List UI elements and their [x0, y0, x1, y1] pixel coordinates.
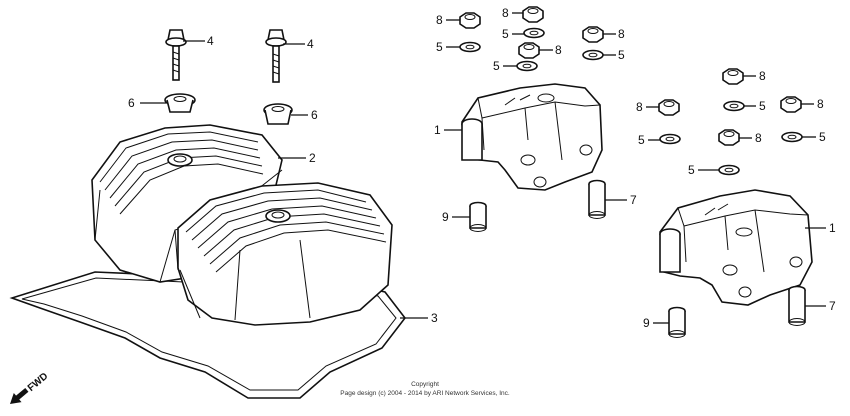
- fwd-arrow: FWD: [10, 371, 51, 404]
- seal-left: [164, 93, 196, 113]
- callout-5-a: 5: [436, 40, 443, 54]
- rocker-arm-holder-lower: [659, 189, 813, 306]
- nut-8-b: [522, 6, 544, 23]
- rocker-arm-holder-upper: [461, 83, 603, 191]
- dowel-pin-7-lower: [788, 285, 806, 326]
- callout-8-g: 8: [817, 97, 824, 111]
- dowel-pin-9-lower: [668, 306, 686, 338]
- callout-5-b: 5: [502, 27, 509, 41]
- copyright-line-2: Page design (c) 2004 - 2014 by ARI Netwo…: [340, 390, 510, 397]
- washer-5-d: [516, 60, 538, 72]
- fwd-label: FWD: [26, 371, 51, 394]
- callout-numbers: 4 4 6 6 2 3 1 1 7 7 9 9 8 8 8 8 8 8 8 8 …: [128, 6, 836, 330]
- bolt-right: [265, 29, 287, 83]
- washer-5-b: [523, 27, 545, 39]
- nut-8-a: [459, 12, 481, 29]
- washer-5-f: [659, 133, 681, 145]
- leader-lines: [140, 12, 826, 324]
- callout-5-e: 5: [759, 99, 766, 113]
- bolt-left: [165, 29, 187, 81]
- washer-5-a: [459, 41, 481, 53]
- callout-1-upper: 1: [434, 123, 441, 137]
- cylinder-head-cover: [91, 124, 393, 326]
- callout-8-e: 8: [759, 69, 766, 83]
- dowel-pin-9-upper: [469, 201, 487, 232]
- callout-6-right: 6: [311, 108, 318, 122]
- nut-8-f: [658, 99, 680, 116]
- callout-4-left: 4: [207, 34, 214, 48]
- callout-8-f: 8: [636, 100, 643, 114]
- callout-5-d: 5: [493, 59, 500, 73]
- washer-5-c: [582, 49, 604, 61]
- washer-5-h: [718, 164, 740, 176]
- callout-2: 2: [309, 151, 316, 165]
- callout-8-c: 8: [618, 27, 625, 41]
- seal-right: [263, 103, 293, 125]
- callout-4-right: 4: [307, 37, 314, 51]
- callout-8-h: 8: [755, 131, 762, 145]
- callout-5-h: 5: [688, 163, 695, 177]
- nut-8-c: [582, 26, 604, 43]
- nut-8-d: [518, 42, 540, 59]
- nut-8-g: [780, 96, 802, 113]
- callout-8-b: 8: [502, 6, 509, 20]
- callout-5-c: 5: [618, 48, 625, 62]
- callout-7-lower: 7: [829, 299, 836, 313]
- washer-5-e: [723, 100, 745, 112]
- callout-8-d: 8: [555, 43, 562, 57]
- callout-1-lower: 1: [829, 221, 836, 235]
- callout-5-f: 5: [638, 133, 645, 147]
- callout-7-upper: 7: [630, 193, 637, 207]
- callout-9-upper: 9: [442, 210, 449, 224]
- callout-8-a: 8: [436, 13, 443, 27]
- callout-9-lower: 9: [643, 316, 650, 330]
- nut-8-h: [718, 129, 740, 146]
- callout-5-g: 5: [819, 130, 826, 144]
- washer-5-g: [781, 131, 803, 143]
- callout-3: 3: [431, 311, 438, 325]
- callout-6-left: 6: [128, 96, 135, 110]
- copyright-notice: Copyright Page design (c) 2004 - 2014 by…: [340, 381, 510, 397]
- dowel-pin-7-upper: [588, 179, 606, 219]
- copyright-line-1: Copyright: [411, 381, 439, 388]
- nut-8-e: [722, 68, 744, 85]
- fwd-arrow-icon: [10, 387, 29, 404]
